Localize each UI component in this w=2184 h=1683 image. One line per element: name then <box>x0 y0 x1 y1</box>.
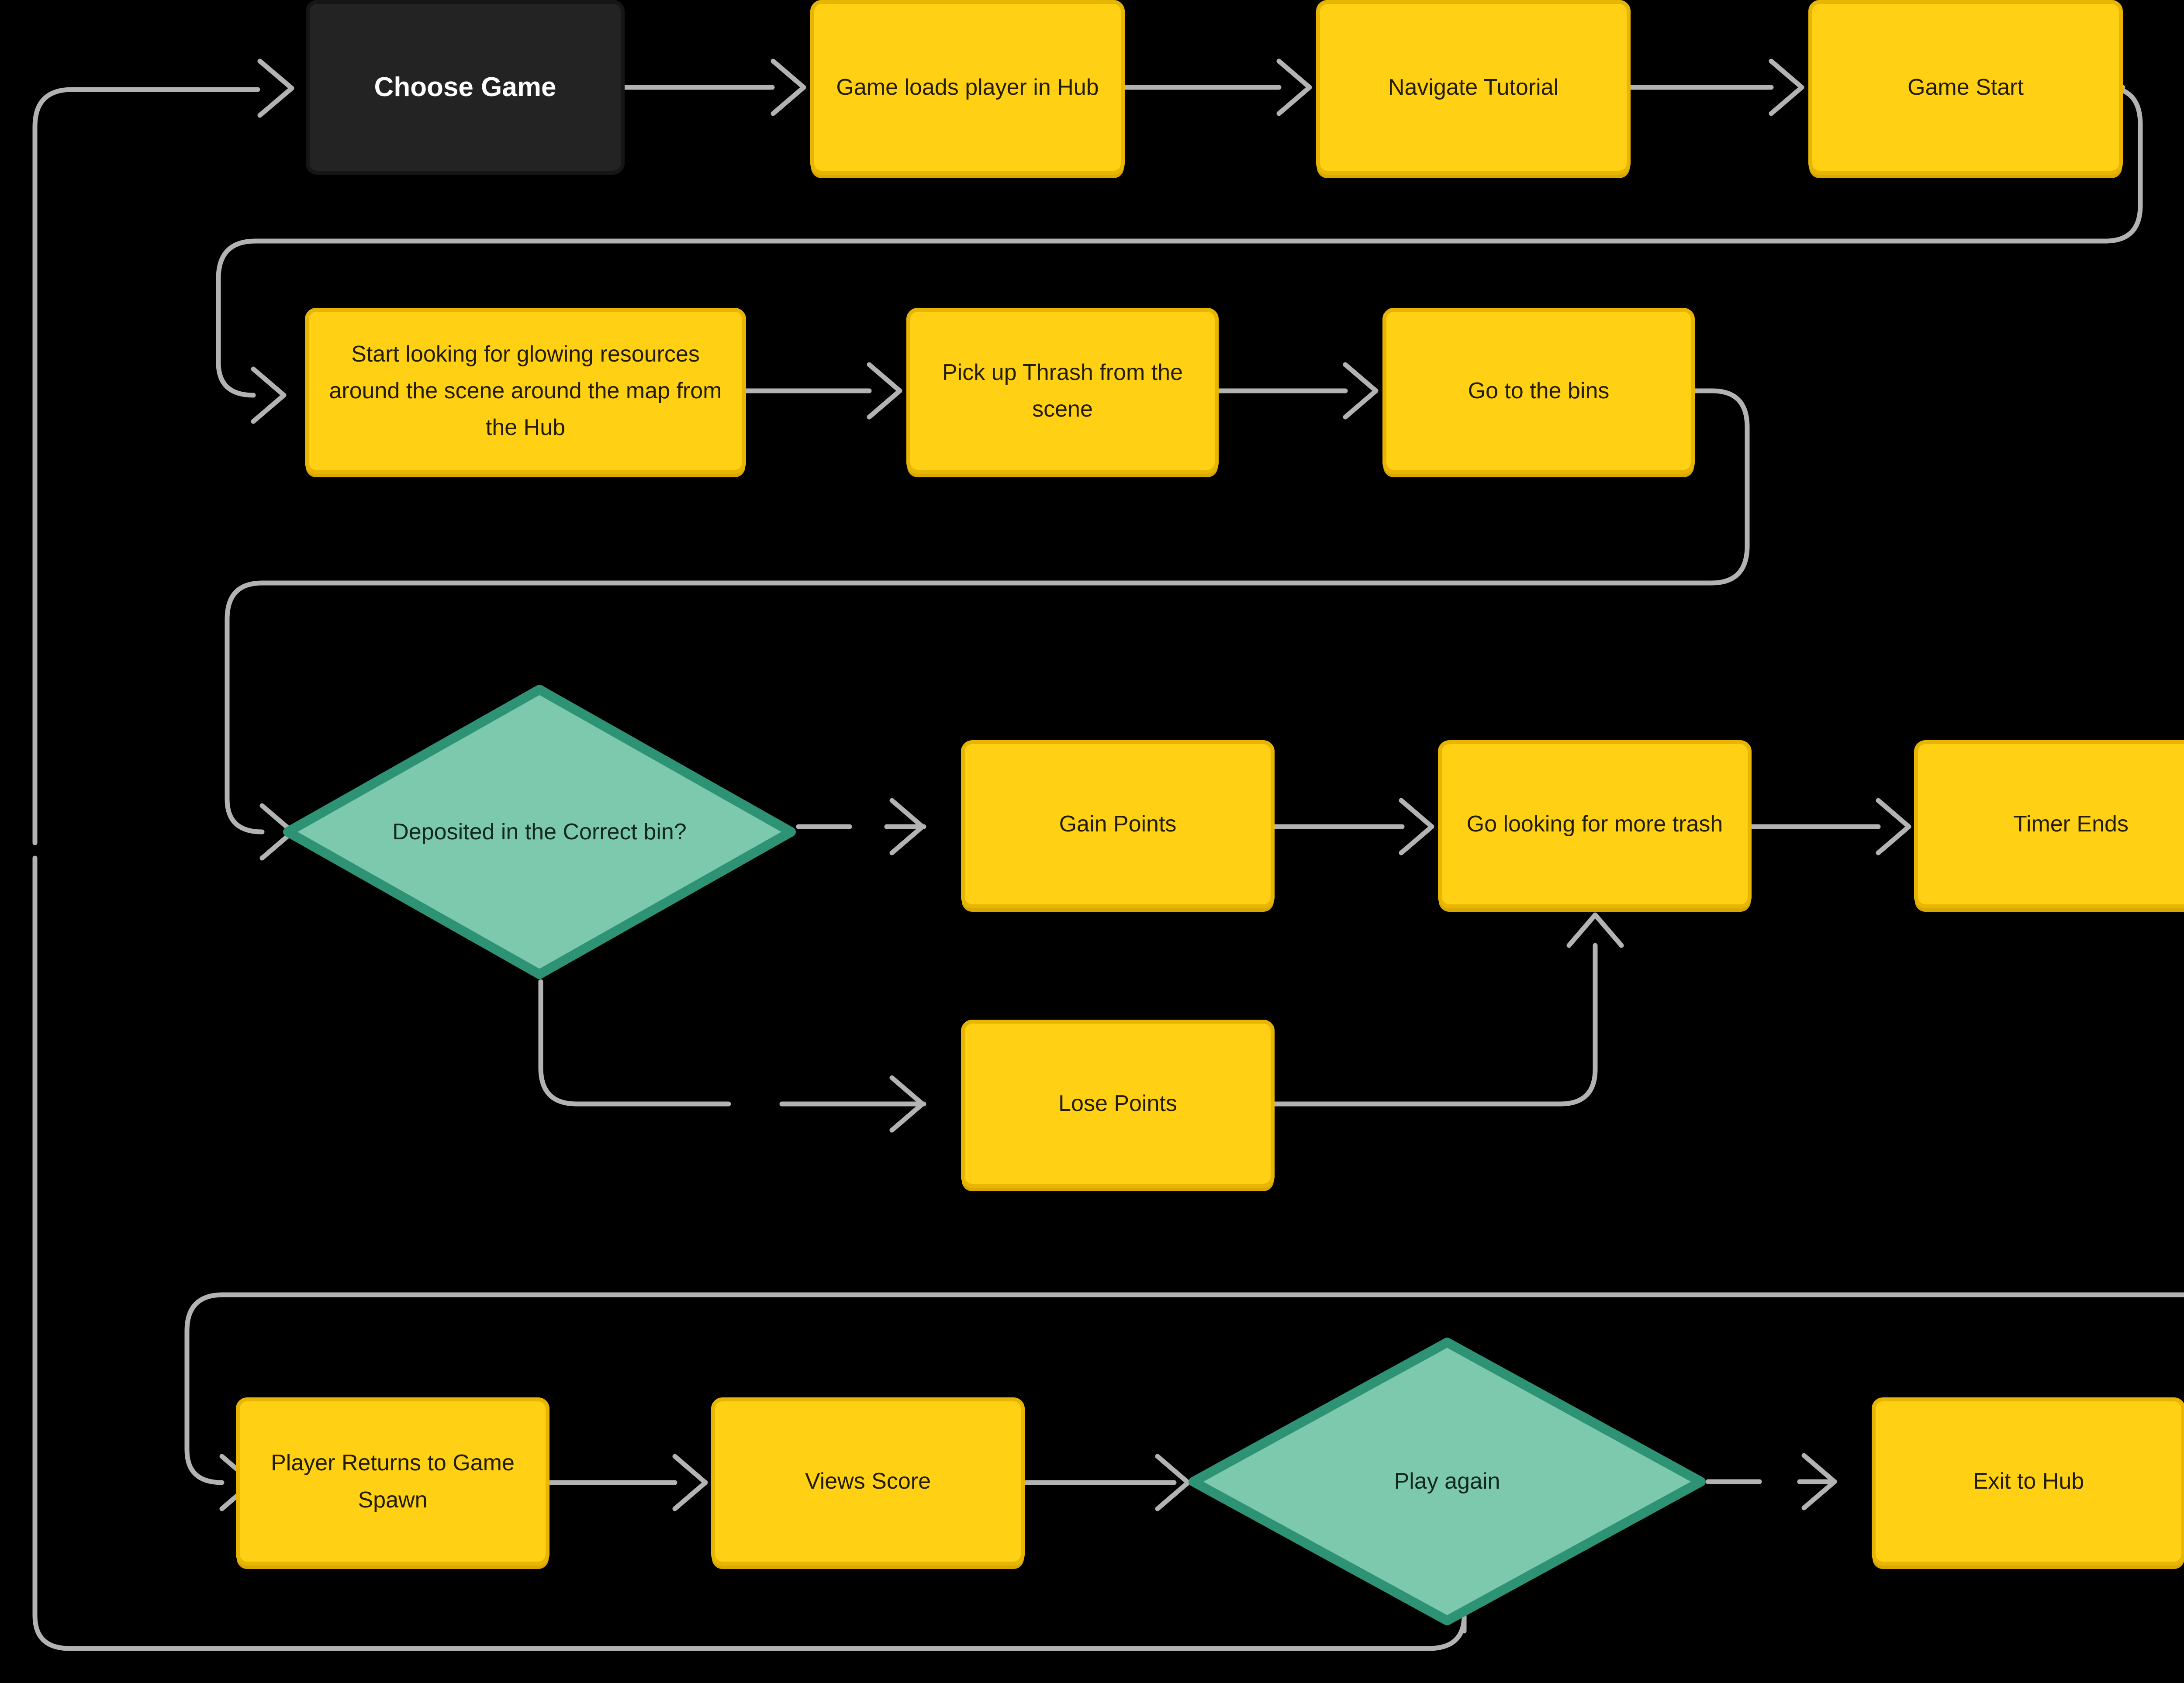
node-lose-points[interactable]: Lose Points <box>961 1020 1275 1188</box>
arrowhead-into-choose-game <box>257 59 294 118</box>
node-label: Gain Points <box>1059 811 1177 837</box>
node-label: Play again <box>1394 1469 1500 1494</box>
node-label: Start looking for glowing resources arou… <box>329 341 722 441</box>
arrowhead-into-start-looking <box>251 366 287 424</box>
node-go-looking-for-more-trash[interactable]: Go looking for more trash <box>1438 740 1752 908</box>
arrowhead-into-gain-points <box>889 798 925 855</box>
node-views-score[interactable]: Views Score <box>711 1397 1025 1566</box>
node-deposited-in-the-correct-bin[interactable]: Deposited in the Correct bin? <box>282 683 797 980</box>
node-exit-to-hub[interactable]: Exit to Hub <box>1872 1397 2184 1566</box>
arrowhead-into-go-more-trash-bottom <box>1566 912 1624 948</box>
node-label: Pick up Thrash from the scene <box>942 359 1183 422</box>
arrowhead-into-views-score <box>672 1454 708 1511</box>
arrowhead-into-go-to-bins <box>1343 362 1379 420</box>
node-label: Go to the bins <box>1468 378 1610 404</box>
arrowhead-into-game-start <box>1769 59 1804 116</box>
node-pick-up-thrash-from-the-scene[interactable]: Pick up Thrash from the scene <box>906 308 1219 474</box>
node-player-returns-to-game-spawn[interactable]: Player Returns to Game Spawn <box>236 1397 549 1566</box>
arrowhead-into-game-loads <box>771 59 806 116</box>
node-label: Lose Points <box>1058 1091 1177 1117</box>
edge-deposited-correct-to-lose-points-elbow <box>538 979 731 1107</box>
node-choose-game[interactable]: Choose Game <box>306 0 625 175</box>
arrowhead-into-play-again <box>1155 1454 1191 1511</box>
node-timer-ends[interactable]: Timer Ends <box>1914 740 2184 908</box>
node-gain-points[interactable]: Gain Points <box>961 740 1275 908</box>
node-navigate-tutorial[interactable]: Navigate Tutorial <box>1316 0 1631 175</box>
edge-left-rail-upper <box>32 87 260 845</box>
node-game-loads-player-in-hub[interactable]: Game loads player in Hub <box>810 0 1125 175</box>
node-label: Go looking for more trash <box>1466 811 1723 837</box>
arrowhead-into-timer-ends <box>1876 798 1911 855</box>
node-start-looking-for-glowing-resources[interactable]: Start looking for glowing resources arou… <box>305 308 746 474</box>
node-label: Views Score <box>805 1469 931 1494</box>
arrowhead-into-pick-up-thrash <box>867 362 902 420</box>
node-label: Game Start <box>1908 74 2024 100</box>
arrowhead-into-go-more-trash-left <box>1399 798 1434 855</box>
node-label: Player Returns to Game Spawn <box>271 1450 515 1513</box>
arrowhead-into-lose-points <box>889 1075 925 1133</box>
arrowhead-into-navigate-tutorial <box>1276 59 1312 116</box>
node-game-start[interactable]: Game Start <box>1808 0 2123 175</box>
node-go-to-the-bins[interactable]: Go to the bins <box>1382 308 1695 474</box>
node-label: Deposited in the Correct bin? <box>392 819 687 845</box>
node-label: Navigate Tutorial <box>1388 74 1559 100</box>
edge-lose-points-to-go-more-trash <box>1272 943 1598 1107</box>
node-play-again[interactable]: Play again <box>1187 1336 1707 1627</box>
node-label: Timer Ends <box>2013 811 2129 837</box>
node-label: Choose Game <box>374 72 556 102</box>
arrowhead-into-exit-to-hub <box>1801 1453 1837 1511</box>
node-label: Game loads player in Hub <box>836 74 1099 100</box>
node-label: Exit to Hub <box>1973 1469 2084 1494</box>
